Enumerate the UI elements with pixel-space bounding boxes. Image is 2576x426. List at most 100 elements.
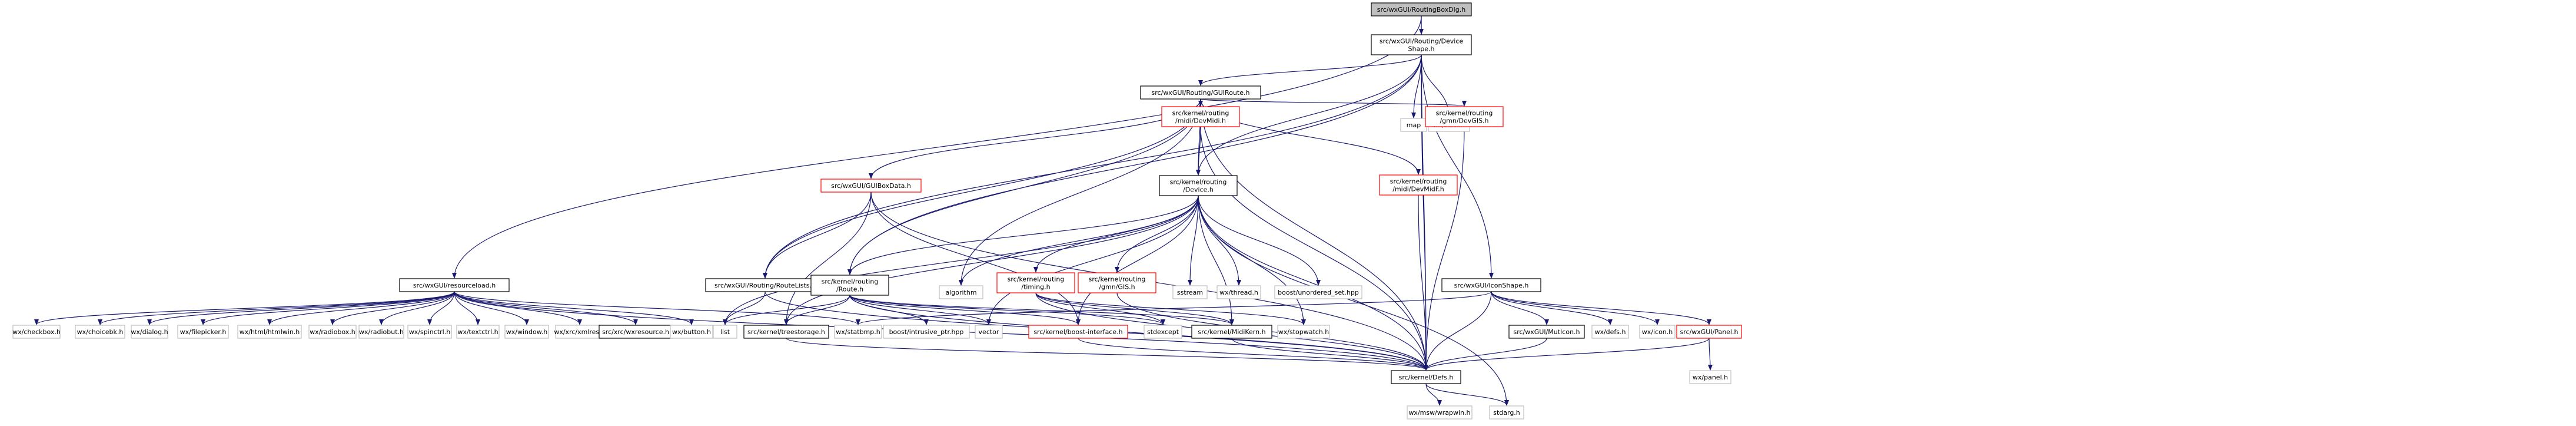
node-timing[interactable]: src/kernel/routing/timing.h	[996, 272, 1075, 293]
node-wxwindow-box	[504, 325, 549, 339]
node-statbmp: wx/statbmp.h	[834, 325, 882, 339]
edge-device-to-algorithm	[959, 195, 1199, 286]
node-boostiface[interactable]: src/kernel/boost-interface.h	[1028, 325, 1128, 339]
edge-iconshape-to-muticon	[1491, 291, 1549, 325]
node-devmidf-box	[1379, 174, 1458, 196]
node-radiobox-box	[308, 325, 357, 339]
edge-treestorage-to-kdefs	[786, 338, 1428, 371]
node-unordered-label: boost/unordered_set.hpp	[1278, 289, 1359, 296]
node-wxdefs: wx/defs.h	[1591, 325, 1629, 339]
node-muticon[interactable]: src/wxGUI/MutIcon.h	[1508, 325, 1585, 339]
edge-boxdata-to-routelists	[763, 191, 872, 279]
node-guiroute[interactable]: src/wxGUI/Routing/GUIRoute.h	[1140, 85, 1261, 100]
node-devgis[interactable]: src/kernel/routing/gmn/DevGIS.h	[1425, 106, 1504, 127]
node-layer: src/wxGUI/RoutingBoxDlg.h src/wxGUI/Routi…	[12, 2, 1742, 420]
node-map: map	[1400, 118, 1427, 132]
edge-devshape-to-guiroute	[1198, 54, 1422, 86]
node-list-label: list	[720, 328, 730, 336]
edge-device-to-sstream	[1188, 195, 1199, 286]
edge-devshape-to-device	[1196, 54, 1422, 176]
node-midikern[interactable]: src/kernel/MidiKern.h	[1191, 325, 1272, 339]
node-devmidi[interactable]: src/kernel/routing/midi/DevMidi.h	[1161, 106, 1240, 127]
node-dialog-box	[131, 325, 168, 339]
node-treestorage[interactable]: src/kernel/treestorage.h	[743, 325, 829, 339]
node-spinctrl-box	[407, 325, 452, 339]
edge-device-to-timing	[1033, 195, 1199, 273]
node-sstream-box	[1172, 285, 1208, 299]
node-guiroute-label: src/wxGUI/Routing/GUIRoute.h	[1152, 89, 1250, 97]
edge-iconshape-to-panel	[1491, 291, 1711, 325]
node-panel[interactable]: src/wxGUI/Panel.h	[1676, 325, 1742, 339]
node-dialog-label: wx/dialog.h	[131, 328, 168, 336]
node-gmngis-box	[1078, 272, 1156, 293]
node-intrusive-label: boost/intrusive_ptr.hpp	[889, 328, 964, 336]
edge-resourceload-to-wxbutton	[454, 291, 694, 325]
node-root[interactable]: src/wxGUI/RoutingBoxDlg.h	[1371, 2, 1472, 16]
node-resourceload-label: src/wxGUI/resourceload.h	[413, 282, 496, 289]
edge-resourceload-to-textctrl	[454, 291, 480, 325]
edge-device-to-route	[847, 195, 1199, 275]
edge-guiroute-to-routelists	[763, 98, 1201, 279]
edge-resourceload-to-radiobox	[330, 291, 455, 325]
edge-resourceload-to-filepicker	[201, 291, 455, 325]
edge-resourceload-to-checkbox	[34, 291, 455, 325]
edge-boxdata-to-treestorage	[784, 191, 872, 325]
node-midikern-box	[1191, 325, 1272, 339]
node-xrcres[interactable]: src/xrc/wxresource.h	[599, 325, 673, 339]
node-guiroute-box	[1140, 85, 1261, 100]
node-treestorage-label: src/kernel/treestorage.h	[747, 328, 825, 336]
edge-guiroute-to-devgis	[1200, 98, 1467, 107]
edge-guiroute-to-algorithm	[959, 98, 1201, 286]
edge-kdefs-to-stdarg	[1425, 383, 1509, 406]
node-wxpanel: wx/panel.h	[1689, 370, 1731, 384]
node-wrapwin-label: wx/msw/wrapwin.h	[1408, 409, 1470, 417]
node-devmidf-label: /midi/DevMidF.h	[1392, 186, 1444, 193]
edge-route-to-midikern	[849, 295, 1234, 325]
edge-iconshape-to-wxdefs	[1491, 291, 1613, 325]
node-midikern-label: src/kernel/MidiKern.h	[1198, 328, 1265, 336]
node-device[interactable]: src/kernel/routing/Device.h	[1159, 175, 1238, 196]
node-resourceload[interactable]: src/wxGUI/resourceload.h	[399, 278, 510, 292]
node-muticon-label: src/wxGUI/MutIcon.h	[1513, 328, 1580, 336]
node-boxdata-label: src/wxGUI/GUIBoxData.h	[831, 182, 911, 190]
node-filepicker: wx/filepicker.h	[177, 325, 229, 339]
node-devmidi-label: src/kernel/routing	[1172, 110, 1229, 117]
edge-device-to-midikern	[1198, 195, 1234, 325]
edge-devshape-to-routelists	[763, 54, 1422, 279]
node-algorithm-box	[939, 285, 983, 299]
edge-device-to-treestorage	[784, 195, 1199, 325]
node-iconshape[interactable]: src/wxGUI/IconShape.h	[1441, 278, 1541, 292]
node-xrcres-label: src/xrc/wxresource.h	[602, 328, 669, 336]
node-wxthread-box	[1216, 285, 1261, 299]
node-wxicon-label: wx/icon.h	[1642, 328, 1673, 336]
node-stdexcept-label: stdexcept	[1147, 328, 1179, 336]
node-routelists[interactable]: src/wxGUI/Routing/RouteLists.h	[705, 278, 825, 292]
node-stdexcept: stdexcept	[1144, 325, 1182, 339]
node-boxdata[interactable]: src/wxGUI/GUIBoxData.h	[820, 179, 922, 193]
node-gmngis[interactable]: src/kernel/routing/gmn/GIS.h	[1078, 272, 1156, 293]
edge-device-to-list	[723, 195, 1199, 325]
edge-route-to-stdexcept	[849, 295, 1165, 325]
node-panel-label: src/wxGUI/Panel.h	[1680, 328, 1739, 336]
node-htmllbox-box	[237, 325, 302, 339]
node-kdefs[interactable]: src/kernel/Defs.h	[1391, 370, 1461, 384]
edge-devshape-to-kdefs	[1421, 54, 1428, 371]
edge-panel-to-kdefs	[1424, 338, 1710, 371]
edge-device-to-wxthread	[1198, 195, 1241, 286]
node-radiobut-label: wx/radiobut.h	[359, 328, 404, 336]
node-textctrl-box	[456, 325, 500, 339]
node-list: list	[713, 325, 737, 339]
node-route[interactable]: src/kernel/routing/Route.h	[810, 275, 889, 296]
node-wxdefs-box	[1591, 325, 1629, 339]
edge-timing-to-midikern	[1035, 292, 1234, 325]
node-iconshape-box	[1441, 278, 1541, 292]
node-devshape-box	[1371, 34, 1472, 55]
edge-devmidf-to-kdefs	[1418, 194, 1428, 371]
node-devgis-box	[1425, 106, 1504, 127]
edge-route-to-list	[723, 295, 850, 325]
node-panel-box	[1676, 325, 1742, 339]
node-devmidf[interactable]: src/kernel/routing/midi/DevMidF.h	[1379, 174, 1458, 196]
edge-device-to-gmngis	[1115, 195, 1199, 273]
